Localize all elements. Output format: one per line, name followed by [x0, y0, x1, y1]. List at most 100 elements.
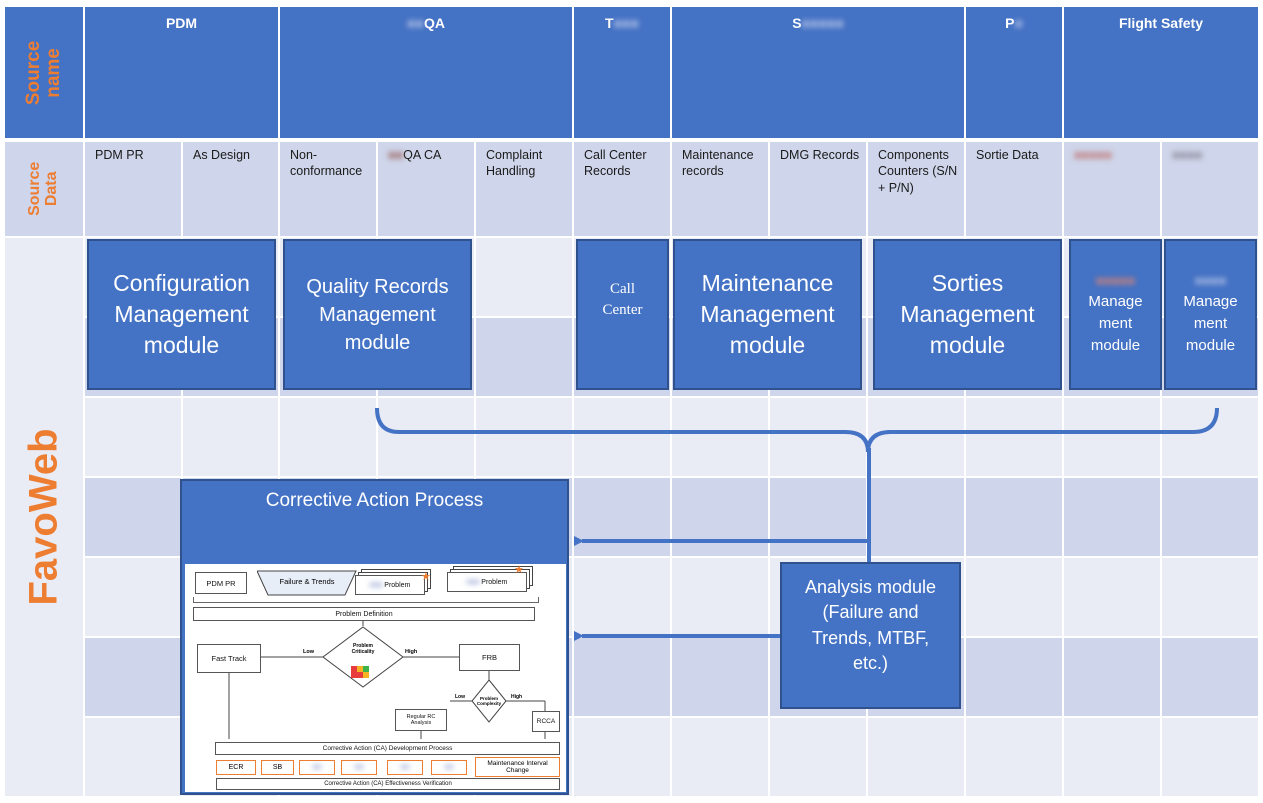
star-icon: ★ — [514, 564, 524, 576]
source-data-text: Complaint Handling — [486, 148, 543, 179]
ca-verification-box: Corrective Action (CA) Effectiveness Ver… — [216, 778, 560, 790]
source-data-cell: ■■QA CA — [378, 142, 474, 236]
source-data-text: QA CA — [403, 148, 442, 162]
row-label-source-data: Source Data — [5, 142, 83, 236]
source-header-p: P■ — [966, 7, 1062, 138]
grid-cell — [966, 718, 1062, 796]
blurred-text: ■■■■ — [1172, 148, 1203, 162]
grid-cell — [183, 398, 278, 476]
source-data-cell: Maintenance records — [672, 142, 768, 236]
grid-cell — [672, 558, 768, 636]
flight-safety-management-module-1[interactable]: ■■■■■ Manage ment module — [1069, 239, 1162, 390]
grid-cell — [868, 478, 964, 556]
grid-cell — [476, 318, 572, 396]
option-box: ■■ — [431, 760, 467, 775]
low-label: Low — [303, 649, 314, 655]
corrective-action-process-panel[interactable]: Corrective Action Process PDM PR Failure… — [180, 479, 569, 795]
grid-cell — [672, 638, 768, 716]
grid-cell — [966, 478, 1062, 556]
top-row-bracket — [193, 597, 539, 603]
module-line: Quality Records — [306, 275, 449, 298]
ca-process-title: Corrective Action Process — [265, 490, 484, 511]
quality-records-management-module[interactable]: Quality Records Management module — [283, 239, 472, 390]
module-line: Manage — [1088, 293, 1143, 311]
flight-safety-management-module-2[interactable]: ■■■■ Manage ment module — [1164, 239, 1257, 390]
grid-cell — [574, 718, 670, 796]
blurred-text: ■■■ — [466, 578, 480, 586]
grid-cell — [476, 398, 572, 476]
source-data-cell: As Design — [183, 142, 278, 236]
problem-text: Problem — [384, 581, 411, 589]
row-label-source-name: Source name — [5, 7, 83, 138]
source-data-cell: Non-conformance — [280, 142, 376, 236]
source-data-text: PDM PR — [95, 148, 144, 162]
module-line: module — [1090, 336, 1141, 354]
source-data-cell: ■■■■■ — [1064, 142, 1160, 236]
grid-cell — [85, 398, 181, 476]
module-line: Center — [602, 301, 643, 318]
source-s-text: S — [792, 15, 802, 31]
grid-cell — [574, 398, 670, 476]
grid-cell — [1162, 558, 1258, 636]
source-data-text: As Design — [193, 148, 250, 162]
blurred-text: ■■■■■ — [1074, 148, 1112, 162]
high-label: High — [405, 649, 418, 655]
grid-cell — [85, 718, 181, 796]
blurred-text: ■■ — [354, 764, 364, 771]
trapezoid-shape — [256, 570, 357, 596]
grid-cell — [1064, 478, 1160, 556]
module-line: Management — [700, 300, 835, 327]
grid-cell — [1162, 478, 1258, 556]
analysis-module[interactable]: Analysis module (Failure and Trends, MTB… — [780, 562, 961, 709]
module-line: module — [1185, 336, 1236, 354]
problem-stack-1: ■■■ Problem ★ — [355, 569, 433, 595]
analysis-line: etc.) — [852, 652, 888, 673]
problem-box: ■■■ Problem — [355, 575, 425, 595]
blurred-text: ■■ — [312, 764, 322, 771]
blurred-prefix: ■■ — [388, 148, 404, 162]
row-label-app: FavoWeb — [5, 238, 83, 796]
pdm-pr-box: PDM PR — [195, 572, 247, 594]
grid-cell — [280, 398, 376, 476]
module-line: ment — [1193, 315, 1228, 333]
grid-cell — [1064, 558, 1160, 636]
blurred-text: ■■■■ — [1194, 273, 1227, 289]
configuration-management-module[interactable]: Configuration Management module — [87, 239, 276, 390]
failure-trends-label: Failure & Trends — [279, 577, 335, 586]
module-line: Maintenance — [701, 269, 834, 296]
source-data-text: DMG Records — [780, 148, 860, 162]
maintenance-management-module[interactable]: Maintenance Management module — [673, 239, 862, 390]
module-line: module — [344, 331, 411, 354]
module-line: module — [143, 332, 220, 359]
call-center-module[interactable]: Call Center — [576, 239, 669, 390]
maintenance-interval-change-box: Maintenance Interval Change — [475, 757, 560, 777]
source-data-text: Components Counters (S/N + P/N) — [878, 148, 958, 195]
grid-cell — [966, 558, 1062, 636]
ecr-box: ECR — [216, 760, 256, 775]
flowchart-lines — [228, 621, 546, 739]
source-header-s: S■■■■■ — [672, 7, 964, 138]
ca-flowchart: PDM PR Failure & Trends ■■■ Problem ★ ■■… — [185, 564, 566, 792]
option-box: ■■ — [341, 760, 377, 775]
source-header-t: T■■■ — [574, 7, 670, 138]
source-data-cell: Components Counters (S/N + P/N) — [868, 142, 964, 236]
grid-cell — [574, 558, 670, 636]
source-fs-text: Flight Safety — [1118, 15, 1203, 31]
blurred-text: ■■■ — [369, 581, 383, 589]
analysis-line: (Failure and — [822, 602, 919, 623]
grid-cell — [476, 238, 572, 316]
grid-cell — [868, 718, 964, 796]
sorties-management-module[interactable]: Sorties Management module — [873, 239, 1062, 390]
module-line: Management — [114, 300, 249, 327]
grid-cell — [1162, 638, 1258, 716]
source-data-cell: PDM PR — [85, 142, 181, 236]
grid-cell — [85, 558, 181, 636]
source-data-cell: ■■■■ — [1162, 142, 1258, 236]
grid-cell — [770, 398, 866, 476]
grid-cell — [1162, 718, 1258, 796]
source-data-cell: DMG Records — [770, 142, 866, 236]
problem-stack-2: ■■■ Problem ★ — [447, 564, 537, 592]
complexity-label: Problem Complexity — [476, 696, 502, 706]
blurred-text: ■■■■■ — [1095, 273, 1136, 289]
